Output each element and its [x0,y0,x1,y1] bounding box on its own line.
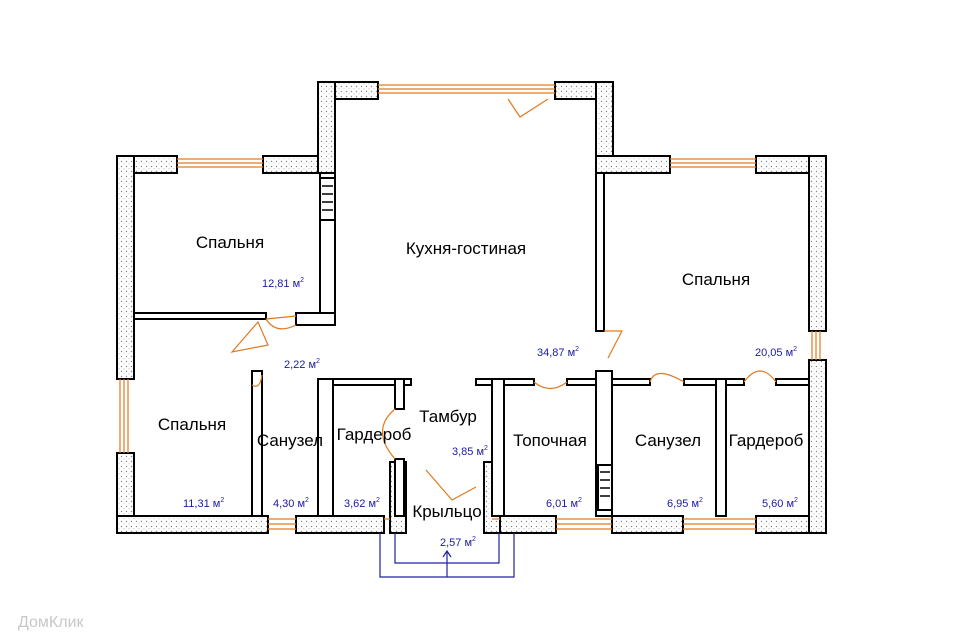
area-bedroom-3: 11,31 м2 [183,497,224,510]
room-name-wardrobe-1: Гардероб [337,425,412,444]
area-bedroom-1: 12,81 м2 [262,277,304,290]
watermark: ДомКлик [18,614,84,632]
room-name-wardrobe-2: Гардероб [729,431,804,450]
area-hall: 2,22 м2 [284,358,320,371]
room-name-vestibule: Тамбур [419,407,477,426]
room-name-bathroom-2: Санузел [635,431,701,450]
area-bathroom-2: 6,95 м2 [667,497,703,510]
doors [230,98,777,501]
area-vestibule: 3,85 м2 [452,445,488,458]
area-boiler-room: 6,01 м2 [546,497,582,510]
room-name-boiler-room: Топочная [513,431,587,450]
room-name-bathroom-1: Санузел [257,431,323,450]
watermark-text: ДомКлик [18,614,84,631]
room-name-bedroom-2: Спальня [682,270,750,289]
area-labels: 12,81 м2 34,87 м2 20,05 м2 2,22 м2 11,31… [183,277,798,549]
porch-steps [379,533,515,578]
area-bedroom-2: 20,05 м2 [755,346,797,359]
room-name-bedroom-1: Спальня [196,233,264,252]
room-name-kitchen-living: Кухня-гостиная [406,239,526,258]
windows [119,84,821,530]
area-porch: 2,57 м2 [440,536,476,549]
room-name-porch: Крыльцо [412,502,481,521]
area-bathroom-1: 4,30 м2 [273,497,309,510]
area-wardrobe-1: 3,62 м2 [344,497,380,510]
room-labels: Спальня Кухня-гостиная Спальня Спальня С… [158,233,804,521]
interior-walls [133,172,810,517]
area-wardrobe-2: 5,60 м2 [762,497,798,510]
area-kitchen-living: 34,87 м2 [537,346,579,359]
room-name-bedroom-3: Спальня [158,415,226,434]
